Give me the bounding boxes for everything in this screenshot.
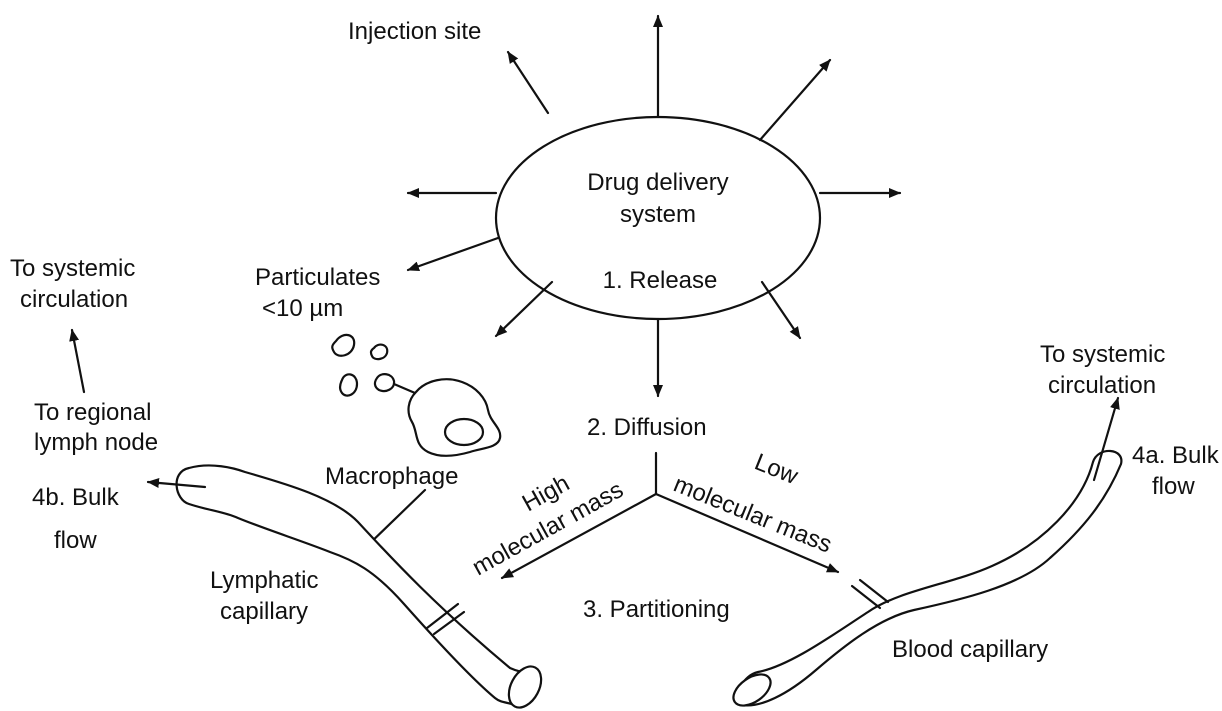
bulk-left-line2: flow [54, 527, 97, 554]
low-mass-label-line1: Low [751, 449, 803, 491]
low-mass-label-line2: molecular mass [670, 471, 836, 559]
dds-label-line2: system [620, 201, 696, 228]
particle [332, 335, 354, 356]
release-arrow-upper-right [760, 60, 830, 140]
release-label: 1. Release [603, 267, 718, 294]
systemic-left-line2: circulation [20, 286, 128, 313]
blood-wall-gap [860, 580, 888, 602]
particulates [332, 335, 394, 396]
bulk-left-line1: 4b. Bulk [32, 484, 120, 511]
diffusion-label: 2. Diffusion [587, 414, 707, 441]
lymphatic-label-line1: Lymphatic [210, 567, 319, 594]
blood-wall-gap [852, 586, 880, 608]
injection-site-label: Injection site [348, 18, 481, 45]
particulates-label-line2: <10 µm [262, 295, 343, 322]
release-arrow-left-lower [408, 238, 498, 270]
macrophage-label: Macrophage [325, 463, 458, 490]
particle [340, 374, 357, 395]
particle [375, 374, 394, 391]
blood-capillary [739, 451, 1121, 705]
systemic-left-arrow [72, 330, 84, 392]
particulates-label-line1: Particulates [255, 264, 380, 291]
partitioning-label: 3. Partitioning [583, 596, 730, 623]
systemic-right-line1: To systemic [1040, 341, 1165, 368]
regional-node-line2: lymph node [34, 429, 158, 456]
systemic-right-line2: circulation [1048, 372, 1156, 399]
release-arrow-lower-left [496, 282, 552, 336]
release-arrow-upper-left [508, 52, 548, 113]
release-arrow-lower-right [762, 282, 800, 338]
regional-node-line1: To regional [34, 399, 151, 426]
bulk-right-line1: 4a. Bulk [1132, 442, 1220, 469]
lymphatic-label-line2: capillary [220, 598, 308, 625]
bulk-right-line2: flow [1152, 473, 1195, 500]
blood-capillary-label: Blood capillary [892, 636, 1048, 663]
particle [371, 345, 387, 360]
macrophage-nucleus [445, 419, 483, 445]
dds-label-line1: Drug delivery [587, 169, 728, 196]
systemic-left-line1: To systemic [10, 255, 135, 282]
